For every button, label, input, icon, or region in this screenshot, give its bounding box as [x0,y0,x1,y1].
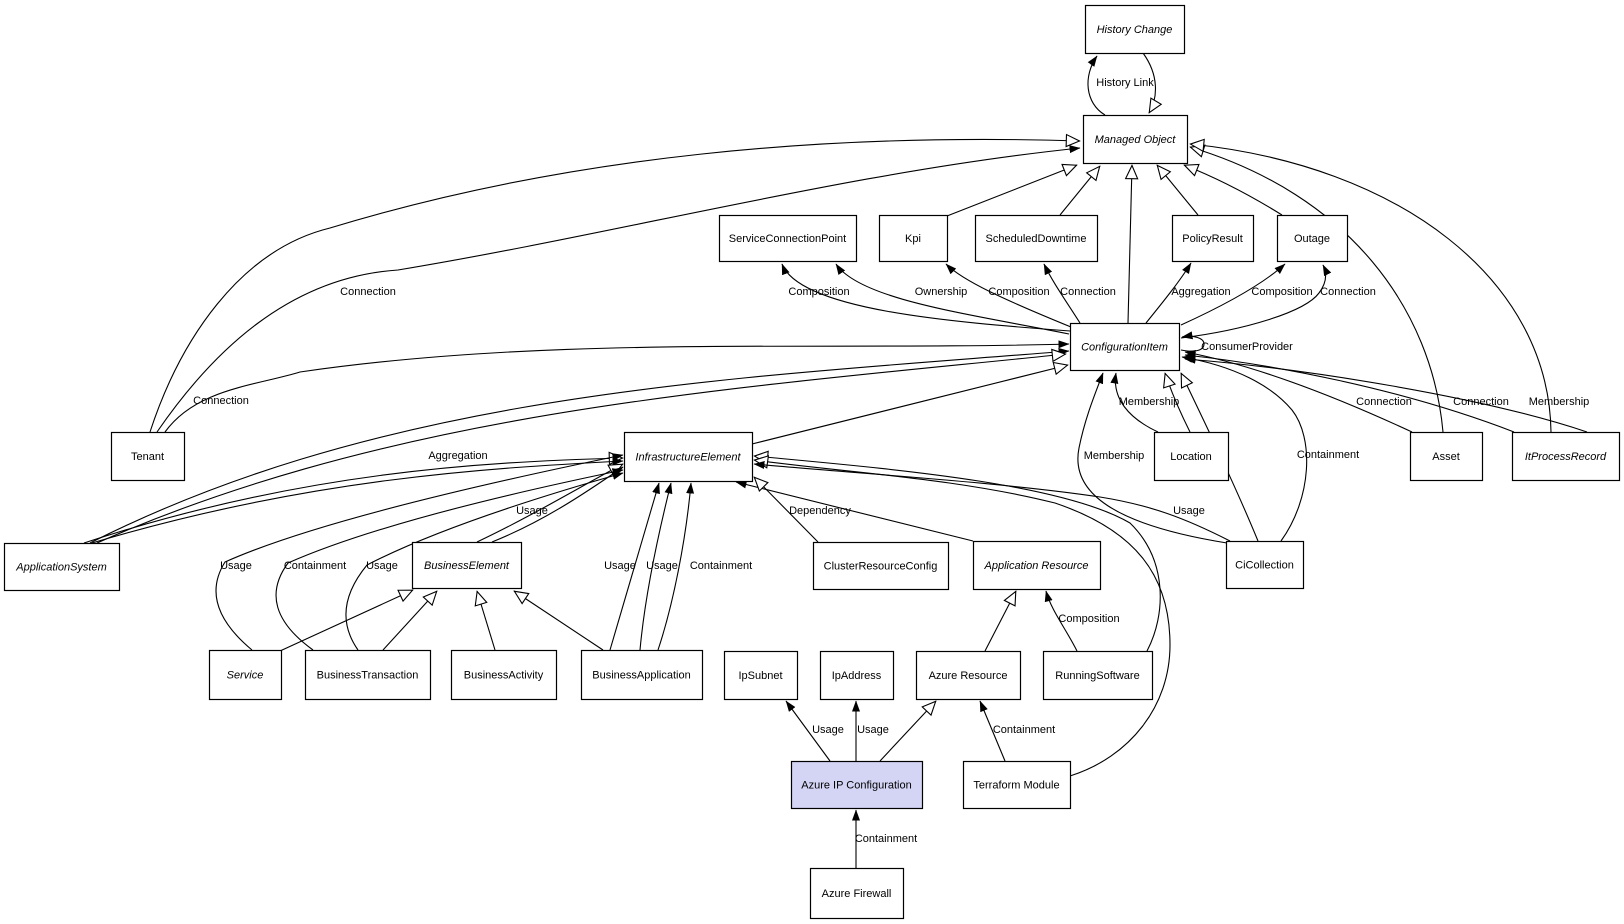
svg-text:ConfigurationItem: ConfigurationItem [1081,342,1168,354]
svg-text:Service: Service [227,670,264,682]
svg-text:CiCollection: CiCollection [1235,560,1294,572]
svg-text:RunningSoftware: RunningSoftware [1055,670,1139,682]
svg-text:ServiceConnectionPoint: ServiceConnectionPoint [729,233,846,245]
svg-text:Outage: Outage [1294,233,1330,245]
svg-text:Usage: Usage [1173,505,1205,517]
svg-text:History Change: History Change [1097,24,1173,36]
svg-text:Composition: Composition [788,286,849,298]
svg-text:Azure Firewall: Azure Firewall [822,888,892,900]
svg-text:Azure Resource: Azure Resource [929,670,1008,682]
svg-text:Aggregation: Aggregation [1171,286,1230,298]
svg-text:Application Resource: Application Resource [984,560,1089,572]
svg-text:InfrastructureElement: InfrastructureElement [635,452,741,464]
svg-text:Connection: Connection [193,395,249,407]
svg-text:History Link: History Link [1096,77,1154,89]
svg-text:Composition: Composition [1251,286,1312,298]
svg-text:Connection: Connection [340,286,396,298]
svg-text:Usage: Usage [812,724,844,736]
svg-text:IpSubnet: IpSubnet [738,670,782,682]
svg-text:Containment: Containment [1297,449,1359,461]
svg-text:Containment: Containment [284,560,346,572]
svg-text:Containment: Containment [690,560,752,572]
svg-text:Asset: Asset [1432,451,1460,463]
svg-text:Managed Object: Managed Object [1095,134,1177,146]
svg-text:BusinessApplication: BusinessApplication [592,670,690,682]
svg-text:Tenant: Tenant [131,451,164,463]
svg-text:Connection: Connection [1060,286,1116,298]
svg-text:Connection: Connection [1356,396,1412,408]
svg-text:BusinessActivity: BusinessActivity [464,670,544,682]
svg-text:IpAddress: IpAddress [832,670,882,682]
svg-text:Usage: Usage [220,560,252,572]
svg-text:Usage: Usage [646,560,678,572]
svg-text:Connection: Connection [1453,396,1509,408]
svg-text:Membership: Membership [1084,450,1145,462]
svg-text:Containment: Containment [855,833,917,845]
svg-text:BusinessElement: BusinessElement [424,560,510,572]
svg-text:ApplicationSystem: ApplicationSystem [15,562,107,574]
svg-text:Location: Location [1170,451,1212,463]
svg-text:Terraform Module: Terraform Module [973,780,1059,792]
svg-text:Membership: Membership [1529,396,1590,408]
svg-text:Ownership: Ownership [915,286,968,298]
svg-text:Composition: Composition [988,286,1049,298]
svg-text:ClusterResourceConfig: ClusterResourceConfig [824,561,938,573]
svg-text:BusinessTransaction: BusinessTransaction [317,670,419,682]
svg-text:Usage: Usage [604,560,636,572]
svg-text:Aggregation: Aggregation [428,450,487,462]
svg-text:Kpi: Kpi [905,233,921,245]
svg-text:PolicyResult: PolicyResult [1182,233,1243,245]
svg-text:Composition: Composition [1058,613,1119,625]
svg-text:Containment: Containment [993,724,1055,736]
svg-text:Azure IP Configuration: Azure IP Configuration [801,780,911,792]
svg-text:ScheduledDowntime: ScheduledDowntime [986,233,1087,245]
svg-text:Dependency: Dependency [789,505,851,517]
svg-text:Connection: Connection [1320,286,1376,298]
svg-text:Usage: Usage [857,724,889,736]
svg-text:ConsumerProvider: ConsumerProvider [1201,341,1293,353]
svg-text:Usage: Usage [366,560,398,572]
svg-text:Membership: Membership [1119,396,1180,408]
svg-text:ItProcessRecord: ItProcessRecord [1525,451,1607,463]
svg-text:Usage: Usage [516,505,548,517]
